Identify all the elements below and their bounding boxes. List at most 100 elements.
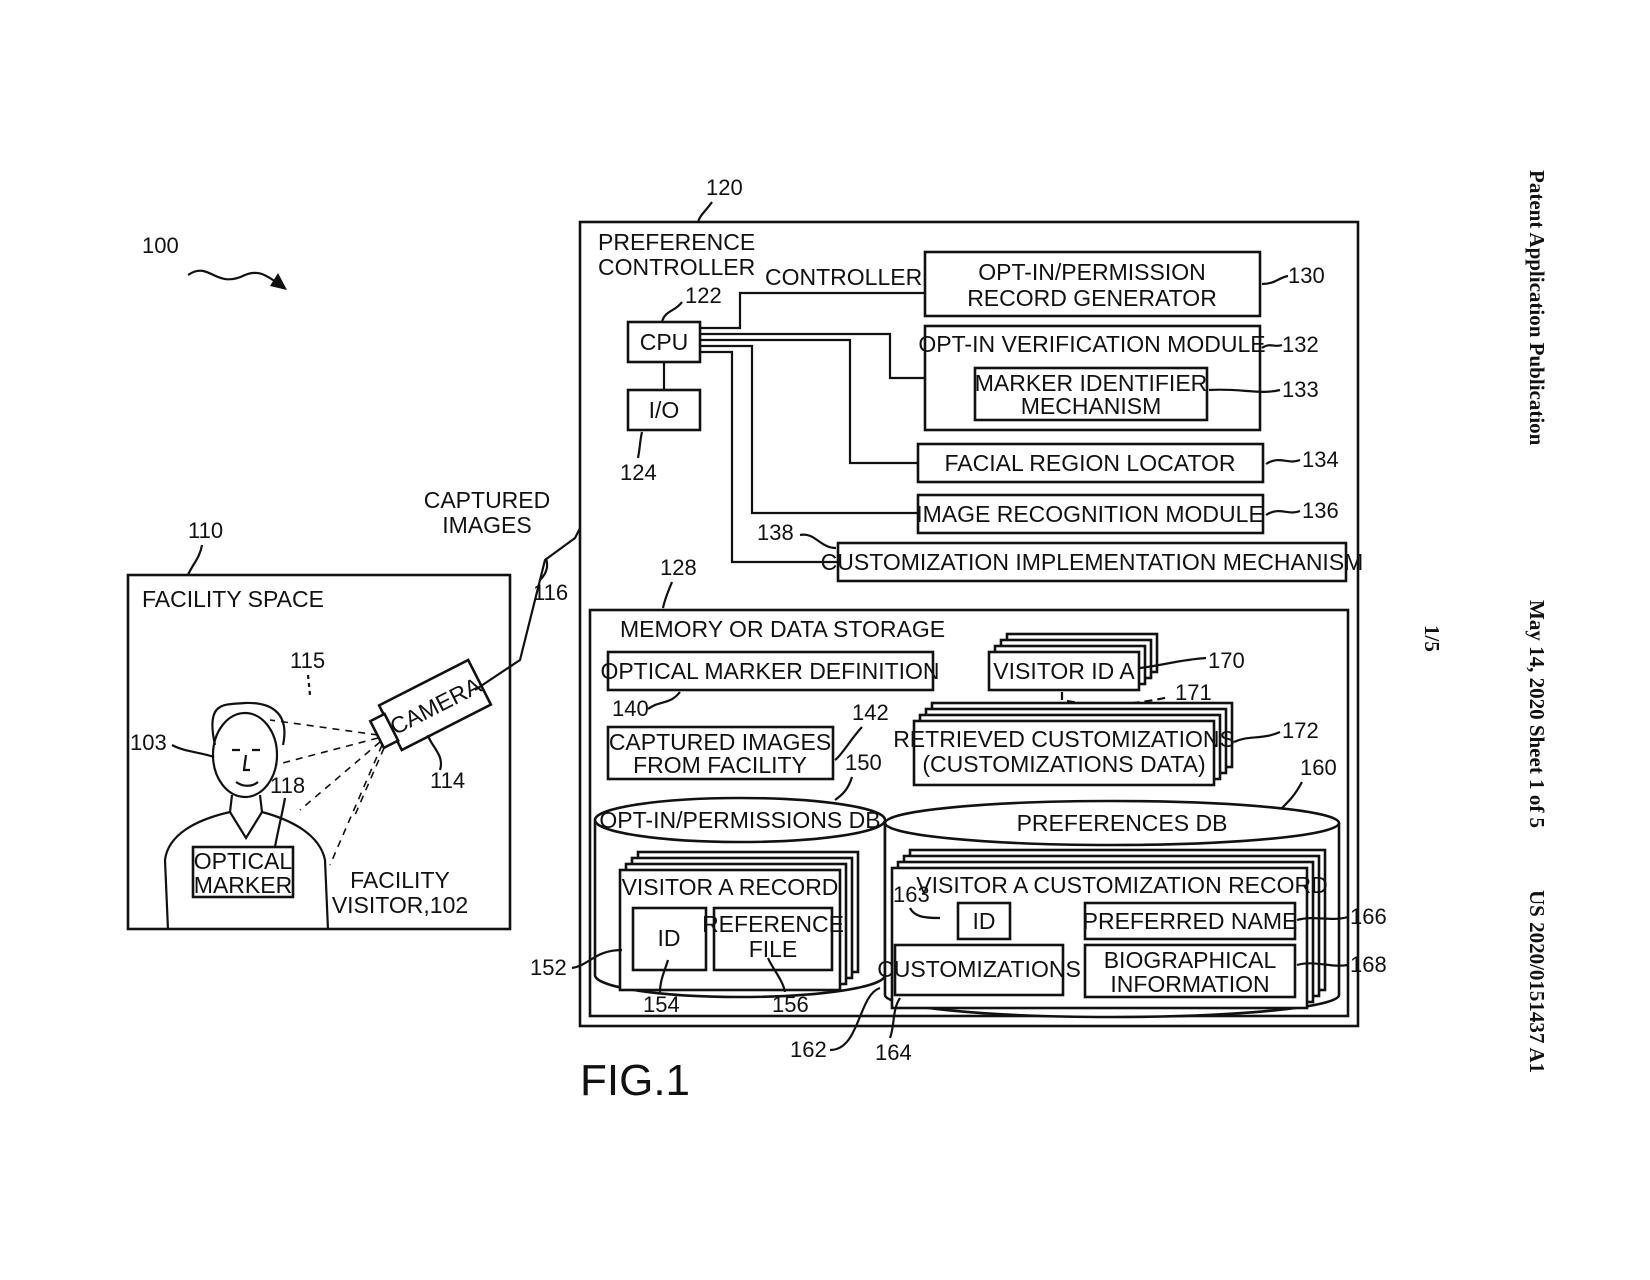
ref-166: 166 <box>1350 904 1387 929</box>
ref-168-leader <box>1296 962 1349 967</box>
pref-db-label: PREFERENCES DB <box>1017 810 1228 836</box>
facial-region-locator-label: FACIAL REGION LOCATOR <box>945 450 1236 476</box>
visitor-torso <box>163 810 330 931</box>
ref-154: 154 <box>643 992 680 1017</box>
optin-db-label: OPT-IN/PERMISSIONS DB <box>599 807 880 833</box>
captured-images-line2: IMAGES <box>442 512 531 538</box>
ref-132: 132 <box>1282 332 1319 357</box>
ref-140-leader <box>647 691 681 710</box>
ref-142: 142 <box>852 700 889 725</box>
ref-154-leader <box>658 959 670 993</box>
ref-124-leader <box>636 431 644 459</box>
pref-db-cylinder-top <box>883 799 1341 847</box>
ref-100: 100 <box>142 233 179 258</box>
ref-162: 162 <box>790 1037 827 1062</box>
ref-170-leader <box>1139 656 1207 670</box>
ref-160-leader <box>1281 781 1303 809</box>
image-recognition-module-box <box>916 493 1265 535</box>
ref-115-leader <box>306 674 312 696</box>
captured-images-facility-box <box>606 725 835 781</box>
io-box <box>626 388 702 432</box>
page-fraction: 1/5 <box>1420 625 1444 652</box>
biographical-information-line2: INFORMATION <box>1110 971 1269 997</box>
publication-title: Patent Application Publication <box>1525 170 1549 446</box>
cpu-to-verification-line <box>700 332 925 380</box>
captured-images-facility-line2: FROM FACILITY <box>633 752 807 778</box>
ref-156: 156 <box>772 992 809 1017</box>
reference-file-line1: REFERENCE <box>702 911 844 937</box>
reference-file-box <box>712 906 834 972</box>
ref-114-leader <box>426 734 443 771</box>
ref-133: 133 <box>1282 377 1319 402</box>
ref-134-leader <box>1265 458 1301 465</box>
ref-168: 168 <box>1350 952 1387 977</box>
ref-170: 170 <box>1208 648 1245 673</box>
preference-controller-title2: CONTROLLER <box>598 254 755 280</box>
ref-166-leader <box>1296 915 1349 922</box>
ref-163-leader <box>909 907 941 920</box>
ref-128-leader <box>661 581 674 609</box>
ref-152: 152 <box>530 955 567 980</box>
retrieved-customizations-box <box>912 719 1216 787</box>
ref-152-leader <box>571 948 623 970</box>
ref-116: 116 <box>533 580 568 605</box>
publication-number: US 2020/0151437 A1 <box>1525 890 1549 1073</box>
ref-100-squiggle <box>187 269 283 287</box>
ref-110-leader <box>186 544 204 576</box>
captured-images-line1: CAPTURED <box>424 487 551 513</box>
ref-134: 134 <box>1302 447 1339 472</box>
ref-140: 140 <box>612 696 649 721</box>
biographical-information-line1: BIOGRAPHICAL <box>1104 947 1277 973</box>
ref-103: 103 <box>130 730 167 755</box>
ref-133-leader <box>1208 388 1281 393</box>
customization-implementation-label: CUSTOMIZATION IMPLEMENTATION MECHANISM <box>821 549 1364 575</box>
record-id-label: ID <box>658 925 681 951</box>
customization-id-label: ID <box>973 908 996 934</box>
ref-164: 164 <box>875 1040 912 1065</box>
ref-115: 115 <box>290 648 325 673</box>
record-id-box <box>631 906 708 972</box>
ref-132-leader <box>1261 343 1283 349</box>
customization-record-label: VISITOR A CUSTOMIZATION RECORD <box>916 872 1328 898</box>
ref-156-leader <box>766 957 787 993</box>
optin-verification-module-label: OPT-IN VERIFICATION MODULE <box>918 331 1265 357</box>
ref-120-leader <box>696 201 713 223</box>
visitor-face <box>232 748 260 787</box>
ref-142-leader <box>834 726 863 761</box>
facial-region-locator-box <box>916 442 1265 484</box>
ref-130: 130 <box>1288 263 1325 288</box>
ref-122-leader <box>660 301 683 323</box>
side-header: Patent Application Publication May 14, 2… <box>1525 170 1549 1073</box>
ref-130-leader <box>1261 274 1289 286</box>
ref-163: 163 <box>893 882 930 907</box>
marker-identifier-line2: MECHANISM <box>1021 393 1162 419</box>
memory-title: MEMORY OR DATA STORAGE <box>620 616 945 642</box>
ref-110: 110 <box>188 518 223 543</box>
retrieved-customizations-line1: RETRIEVED CUSTOMIZATIONS <box>893 726 1235 752</box>
optical-marker-definition-label: OPTICAL MARKER DEFINITION <box>600 658 939 684</box>
cpu-to-customization-line <box>700 350 838 564</box>
ref-138: 138 <box>757 520 794 545</box>
cpu-label: CPU <box>640 329 689 355</box>
customization-implementation-box <box>836 541 1348 583</box>
preferred-name-box <box>1083 901 1297 941</box>
optical-marker-definition-box <box>606 650 935 692</box>
optin-db-cylinder-top <box>593 796 887 844</box>
ref-120: 120 <box>706 175 743 200</box>
ref-160: 160 <box>1300 755 1337 780</box>
ref-103-leader <box>171 744 215 759</box>
cpu-to-recognition-line <box>700 344 918 515</box>
visitor-record-label: VISITOR A RECORD <box>622 874 839 900</box>
captured-images-facility-line1: CAPTURED IMAGES <box>609 729 831 755</box>
facility-visitor-line2: VISITOR,102 <box>332 892 468 918</box>
cpu-to-generator-line <box>700 291 925 330</box>
optical-marker-box <box>191 845 295 899</box>
visitor-id-label: VISITOR ID A <box>993 658 1135 684</box>
ref-136-leader <box>1265 509 1301 516</box>
ref-118: 118 <box>270 773 305 798</box>
preferred-name-label: PREFERRED NAME <box>1083 908 1298 934</box>
optical-marker-line2: MARKER <box>194 872 292 898</box>
marker-identifier-line1: MARKER IDENTIFIER <box>975 370 1208 396</box>
marker-identifier-box <box>973 366 1209 422</box>
